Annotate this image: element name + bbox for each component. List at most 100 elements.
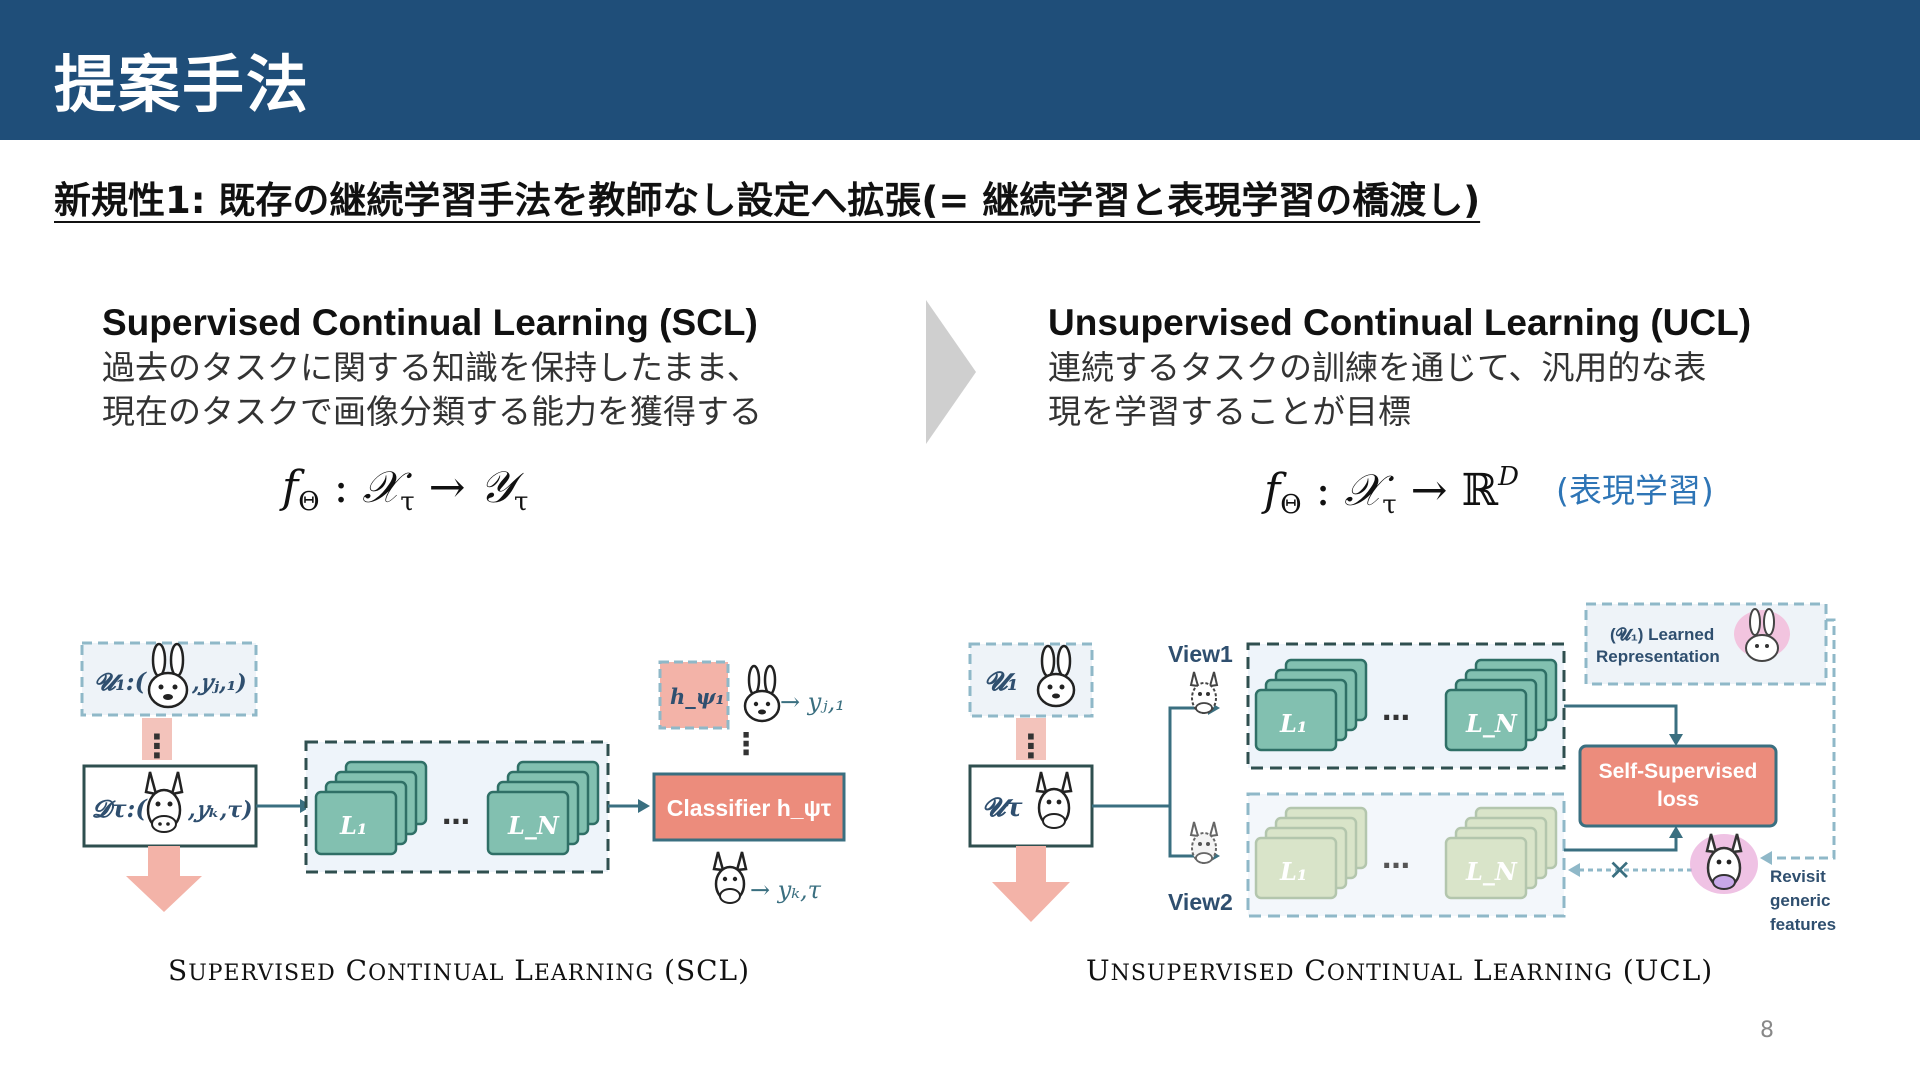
- scl-formula-x-tau: τ: [400, 487, 415, 517]
- scl-u1-target: ,𝑦ⱼ,₁): [191, 670, 247, 696]
- scl-formula-theta: Θ: [298, 487, 320, 517]
- scl-diagram: 𝓤₁:( ,𝑦ⱼ,₁) ⋮ 𝓓τ:( ,𝑦ₖ,τ) L₁ …: [80, 641, 846, 912]
- rabbit-icon: [147, 642, 189, 709]
- scl-layers-ellipsis: …: [442, 798, 470, 831]
- ucl-view2-layer-first-label: L₁: [1279, 857, 1307, 886]
- scl-caption-s-rest: UPERVISED: [188, 961, 336, 986]
- ucl-ssl-line2: loss: [1657, 788, 1699, 811]
- ucl-view2-ellipsis: …: [1382, 842, 1410, 875]
- ucl-view1-layer-first-label: L₁: [1279, 709, 1307, 738]
- ucl-formula: fΘ : 𝒳τ → ℝD: [1264, 462, 1519, 520]
- ucl-down-arrow: [992, 846, 1070, 922]
- rabbit-icon: [1734, 608, 1790, 662]
- donkey-sketch-icon: [1189, 821, 1219, 864]
- rabbit-icon: [743, 664, 781, 723]
- scl-layer-last-label: L_N: [507, 811, 560, 840]
- scl-desc-line1: 過去のタスクに関する知識を保持したまま、: [102, 348, 760, 387]
- ucl-revisit-line2: generic: [1770, 891, 1830, 910]
- novelty-statement: 新規性1: 既存の継続学習手法を教師なし設定へ拡張(= 継続学習と表現学習の橋渡…: [54, 179, 1481, 222]
- scl-head-label: h_ψ₁: [670, 684, 725, 709]
- scl-formula-x: 𝒳: [362, 462, 401, 513]
- ucl-formula-d: D: [1498, 462, 1519, 492]
- donkey-icon: [144, 771, 184, 833]
- scl-caption-c-rest: ONTINUAL: [368, 961, 505, 986]
- ucl-caption-u-rest: NSUPERVISED: [1110, 961, 1295, 986]
- scl-desc-line2: 現在のタスクで画像分類する能力を獲得する: [102, 392, 762, 431]
- ucl-revisit-line1: Revisit: [1770, 867, 1826, 886]
- ucl-task-connector: [1016, 718, 1046, 760]
- ucl-caption-l: L: [1472, 954, 1493, 987]
- ucl-u1-label: 𝓤₁: [984, 667, 1018, 697]
- scl-head-output: → 𝑦ⱼ,₁: [780, 688, 845, 716]
- ucl-formula-f: f: [1264, 465, 1281, 516]
- scl-heading: Supervised Continual Learning (SCL): [102, 302, 758, 343]
- ucl-view1-ellipsis: …: [1382, 694, 1410, 727]
- ucl-diagram: 𝓤₁ ⋮ 𝓤τ View1 View2: [968, 602, 1836, 934]
- scl-formula-arrow: →: [414, 462, 480, 513]
- ucl-feedback-loop: [1772, 618, 1836, 860]
- ucl-formula-x: 𝒳: [1344, 465, 1383, 516]
- ucl-heading: Unsupervised Continual Learning (UCL): [1048, 302, 1752, 343]
- ucl-view1-layer-last-label: L_N: [1465, 709, 1518, 738]
- scl-formula-y-tau: τ: [514, 487, 529, 517]
- scl-caption-c: C: [345, 954, 369, 987]
- scl-formula-y: 𝒴: [479, 462, 515, 513]
- slide-header: 提案手法: [0, 0, 1920, 140]
- ucl-view2-layer-last-label: L_N: [1465, 857, 1518, 886]
- scl-classifier-box: [652, 772, 846, 842]
- scl-caption-s: S: [168, 954, 189, 987]
- ucl-formula-arrow: →: [1396, 465, 1462, 516]
- ucl-learned-rep-box: [1584, 602, 1828, 686]
- ucl-ssl-loss-box: [1578, 744, 1778, 828]
- scl-u1-label: 𝓤₁:(: [94, 667, 148, 696]
- ucl-learned-rep-line1: (𝓤₁) Learned: [1610, 625, 1714, 644]
- ucl-caption: UNSUPERVISED CONTINUAL LEARNING (UCL): [1086, 954, 1713, 987]
- ucl-utau-label: 𝓤τ: [982, 793, 1023, 823]
- donkey-sketch-icon: [1189, 671, 1219, 714]
- scl-task-connector: [142, 718, 172, 760]
- ucl-caption-u: U: [1086, 954, 1111, 987]
- scl-layer-stack-last: [486, 760, 600, 856]
- scl-vdots-right: ⋮: [731, 727, 761, 762]
- scl-layer-stack-first: [314, 760, 428, 856]
- ucl-formula-theta: Θ: [1280, 490, 1302, 520]
- ucl-formula-r: ℝ: [1461, 465, 1499, 516]
- scl-classifier-label: Classifier h_ψτ: [667, 795, 831, 821]
- scl-formula-f: f: [282, 462, 299, 513]
- scl-caption-l-rest: EARNING: [533, 961, 655, 986]
- ucl-view1-label: View1: [1168, 641, 1233, 667]
- rabbit-icon: [1036, 644, 1076, 708]
- scl-head-box: [658, 660, 730, 730]
- scl-caption-abbr: (SCL): [664, 954, 751, 987]
- donkey-icon: [712, 851, 748, 904]
- ucl-caption-c-rest: ONTINUAL: [1326, 961, 1464, 986]
- scl-dtau-target: ,𝑦ₖ,τ): [187, 797, 252, 823]
- ucl-view2-label: View2: [1168, 889, 1233, 915]
- ucl-layer-stack-view2-last: [1444, 806, 1558, 900]
- ucl-vdots-left: ⋮: [1015, 727, 1047, 765]
- scl-down-arrow: [126, 846, 202, 912]
- ucl-caption-abbr: (UCL): [1622, 954, 1714, 987]
- ucl-view2-to-loss: [1564, 836, 1678, 852]
- scl-formula-colon: :: [319, 462, 363, 513]
- ucl-formula-note: (表現学習): [1556, 471, 1714, 510]
- slide-title: 提案手法: [54, 48, 311, 121]
- chevron-right-icon: [926, 300, 976, 444]
- ucl-block-mark: ✕: [1608, 854, 1631, 887]
- scl-vdots-left: ⋮: [141, 727, 173, 765]
- ucl-revisit-line3: features: [1770, 915, 1836, 934]
- scl-layer-first-label: L₁: [339, 811, 367, 840]
- scl-caption-l: L: [514, 954, 534, 987]
- ucl-ssl-line1: Self-Supervised: [1599, 760, 1758, 783]
- ucl-branch-view1: [1092, 706, 1208, 808]
- ucl-layer-stack-view1-first: [1254, 658, 1368, 752]
- donkey-icon: [1035, 771, 1073, 829]
- ucl-desc-line1: 連続するタスクの訓練を通じて、汎用的な表: [1048, 348, 1707, 387]
- scl-formula: fΘ : 𝒳τ → 𝒴τ: [282, 462, 528, 517]
- ucl-layer-stack-view1-last: [1444, 658, 1558, 752]
- ucl-caption-l-rest: EARNING: [1492, 961, 1613, 986]
- ucl-view1-to-loss: [1564, 704, 1678, 734]
- ucl-formula-x-tau: τ: [1382, 490, 1397, 520]
- scl-dtau-label: 𝓓τ:(: [92, 794, 148, 823]
- ucl-formula-colon: :: [1301, 465, 1345, 516]
